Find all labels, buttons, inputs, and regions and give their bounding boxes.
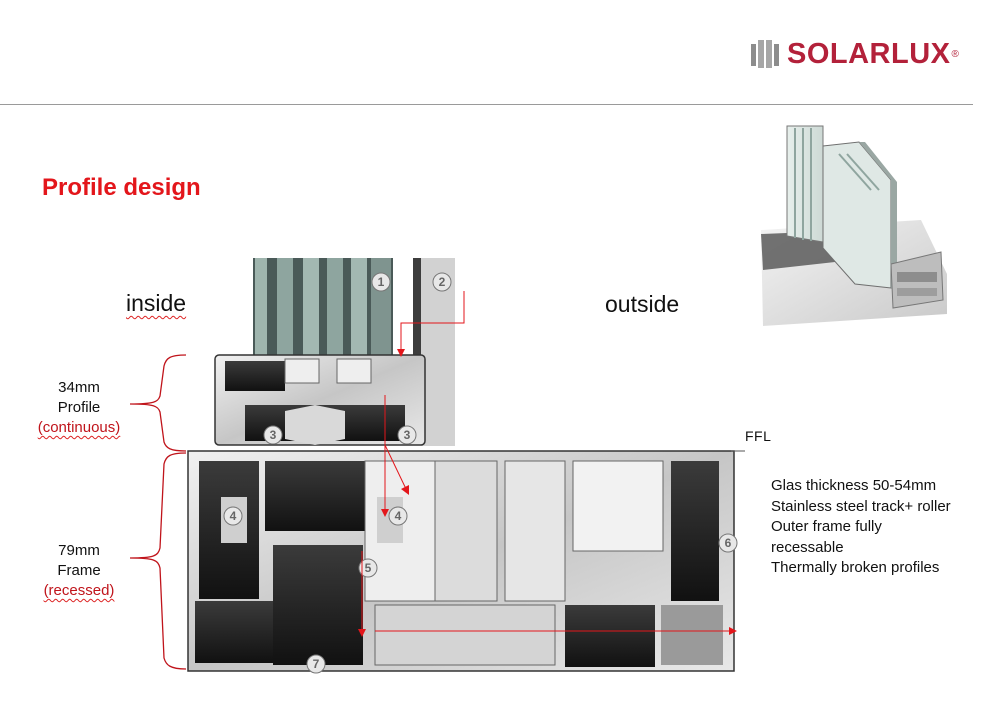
solarlux-logo-mark-icon — [751, 40, 779, 68]
callout-3a: 3 — [263, 425, 283, 445]
spec-list: Glas thickness 50-54mm Stainless steel t… — [771, 476, 951, 579]
spec-item: recessable — [771, 538, 844, 556]
callout-7-text: 7 — [313, 657, 320, 671]
callout-3b-text: 3 — [404, 428, 411, 442]
header-divider — [0, 104, 973, 105]
ffl-label: FFL — [745, 428, 772, 444]
frame-note: (recessed) — [43, 582, 115, 599]
callout-5-text: 5 — [365, 561, 372, 575]
callout-1: 1 — [371, 272, 391, 292]
callout-3b: 3 — [397, 425, 417, 445]
profile-note: (continuous) — [37, 419, 121, 436]
spec-item: Glas thickness 50-54mm — [771, 477, 937, 494]
profile-cross-section-drawing: 1 2 3 3 4 4 5 6 7 — [187, 258, 745, 674]
callout-1-text: 1 — [378, 275, 385, 289]
frame-dimension-label: 79mm Frame (recessed) — [30, 541, 128, 601]
callout-7: 7 — [306, 654, 326, 674]
callout-4a: 4 — [223, 506, 243, 526]
solarlux-logo: SOLARLUX ® — [751, 36, 959, 72]
callout-4b-text: 4 — [395, 509, 402, 523]
callout-2-text: 2 — [439, 275, 446, 289]
profile-name: Profile — [57, 399, 101, 416]
profile-brace — [129, 354, 187, 452]
frame-brace — [129, 452, 187, 670]
spec-item: Thermally broken profiles — [771, 559, 940, 576]
callout-4a-text: 4 — [230, 509, 237, 523]
callout-3a-text: 3 — [270, 428, 277, 442]
profile-dimension-label: 34mm Profile (continuous) — [30, 378, 128, 438]
callout-markers: 1 2 3 3 4 4 5 6 7 — [223, 272, 738, 674]
logo-registered-mark: ® — [951, 48, 959, 60]
callout-6-text: 6 — [725, 536, 732, 550]
outside-label: outside — [605, 291, 680, 317]
callout-2: 2 — [432, 272, 452, 292]
inside-label: inside — [126, 290, 187, 316]
dimension-braces — [129, 354, 187, 670]
red-leader-lines — [358, 291, 745, 637]
logo-text: SOLARLUX — [787, 37, 951, 70]
frame-name: Frame — [57, 562, 101, 579]
callout-6: 6 — [718, 533, 738, 553]
spec-item: Stainless steel track+ roller — [771, 497, 951, 515]
page-title: Profile design — [42, 174, 201, 201]
spec-item: Outer frame fully — [771, 518, 882, 535]
callout-4b: 4 — [388, 506, 408, 526]
sash-profile — [214, 354, 426, 446]
callout-5: 5 — [358, 558, 378, 578]
profile-size: 34mm — [58, 379, 100, 396]
product-render-image — [761, 125, 947, 326]
frame-size: 79mm — [58, 542, 100, 559]
outer-frame — [187, 450, 735, 672]
